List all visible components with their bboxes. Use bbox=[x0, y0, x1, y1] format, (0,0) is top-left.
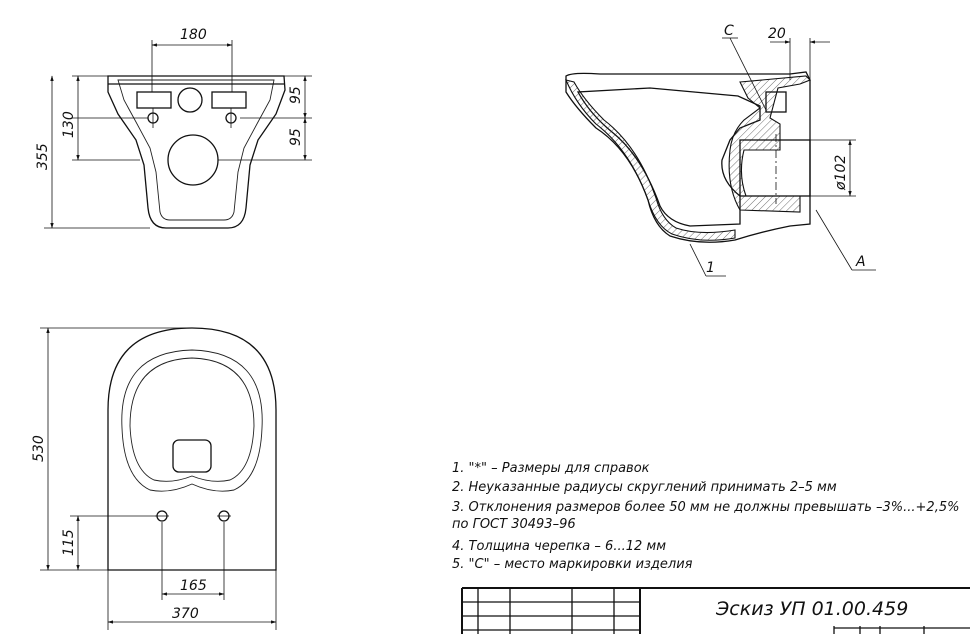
top-view-outline bbox=[107, 327, 277, 571]
front-view-outline bbox=[107, 75, 286, 229]
dim-20-text: 20 bbox=[768, 26, 786, 42]
top-view-bowl-opening bbox=[129, 357, 255, 482]
callout-a: A bbox=[855, 254, 866, 270]
mount-slot-left bbox=[136, 91, 172, 109]
note-1: 1. "*" – Размеры для справок bbox=[452, 461, 650, 476]
note-3: 3. Отклонения размеров более 50 мм не до… bbox=[452, 500, 960, 515]
drain-outlet-circle bbox=[167, 134, 219, 186]
note-3-continued: по ГОСТ 30493–96 bbox=[452, 517, 576, 532]
section-wall-hatch-rear bbox=[728, 75, 811, 213]
label-c: C bbox=[724, 23, 734, 39]
top-view-seat-rim bbox=[121, 349, 263, 492]
dim-95-lower-text: 95 bbox=[288, 128, 304, 146]
dim-355-text: 355 bbox=[35, 143, 51, 170]
top-view: 530 115 165 370 bbox=[31, 327, 277, 630]
section-outlet-pipe bbox=[739, 139, 811, 197]
section-inlet bbox=[765, 91, 787, 113]
note-2: 2. Неуказанные радиусы скруглений приним… bbox=[452, 480, 837, 495]
water-inlet-circle bbox=[177, 87, 203, 113]
dim-165-text: 165 bbox=[180, 578, 207, 594]
note-4: 4. Толщина черепка – 6...12 мм bbox=[452, 539, 666, 554]
dim-180-text: 180 bbox=[180, 27, 207, 43]
section-wall-hatch-bowl bbox=[565, 79, 736, 241]
mount-slot-right bbox=[211, 91, 247, 109]
section-view: C 20 ø102 1 A bbox=[565, 23, 876, 277]
dim-370-text: 370 bbox=[172, 606, 199, 622]
front-view: 180 95 95 355 130 bbox=[35, 27, 312, 229]
dim-115-text: 115 bbox=[61, 529, 77, 556]
leader-1 bbox=[689, 243, 707, 277]
leader-a bbox=[815, 209, 853, 271]
front-view-inner-rim bbox=[117, 79, 275, 221]
dim-95-upper-text: 95 bbox=[288, 86, 304, 104]
top-view-drain bbox=[172, 439, 212, 473]
drawing-designation: Эскиз УП 01.00.459 bbox=[716, 598, 909, 620]
section-outer-shell bbox=[565, 71, 811, 243]
dim-130-text: 130 bbox=[61, 111, 77, 138]
title-block bbox=[461, 587, 970, 634]
note-5: 5. "С" – место маркировки изделия bbox=[452, 557, 693, 572]
dim-530-text: 530 bbox=[31, 435, 47, 462]
dim-d102-text: ø102 bbox=[833, 155, 849, 191]
leader-c bbox=[729, 37, 767, 111]
callout-1: 1 bbox=[706, 260, 715, 276]
